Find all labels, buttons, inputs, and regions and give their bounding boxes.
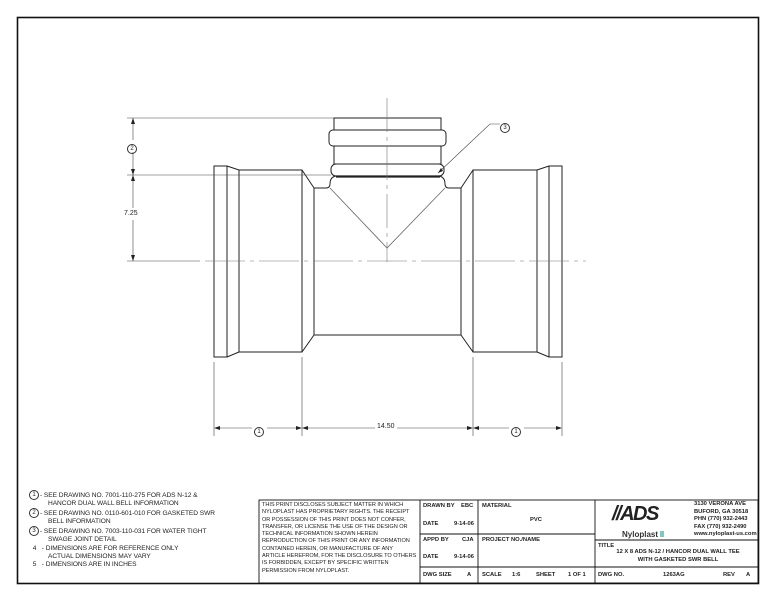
note-4: 4 - DIMENSIONS ARE FOR REFERENCE ONLY bbox=[32, 544, 179, 552]
date2-value: 9-14-06 bbox=[454, 554, 474, 560]
dwg-size-label: DWG SIZE bbox=[423, 572, 452, 578]
branch-ring-upper bbox=[328, 129, 447, 147]
date2-label: DATE bbox=[423, 554, 439, 560]
center-lines bbox=[205, 98, 586, 262]
scale-value: 1:6 bbox=[512, 572, 521, 578]
right-bell-flange bbox=[548, 165, 563, 358]
dwg-size-value: A bbox=[467, 572, 472, 578]
branch-ring-lower bbox=[330, 163, 445, 177]
tee-fitting-drawing bbox=[213, 117, 563, 358]
callout-3-label: 3 bbox=[500, 119, 511, 137]
main-body-top-right bbox=[438, 175, 461, 189]
right-shoulder bbox=[460, 169, 474, 353]
dimension-arrows bbox=[131, 118, 562, 430]
callout-circle: 1 bbox=[511, 426, 521, 437]
appd-by-label: APPD BY bbox=[423, 537, 449, 543]
branch-top bbox=[333, 117, 442, 131]
proprietary-disclaimer: THIS PRINT DISCLOSES SUBJECT MATTER IN W… bbox=[262, 502, 417, 574]
callout-circle: 3 bbox=[500, 122, 510, 133]
note-5: 5 - DIMENSIONS ARE IN INCHES bbox=[32, 561, 137, 569]
rev-label: REV bbox=[723, 572, 735, 578]
callout-circle: 2 bbox=[127, 143, 137, 154]
dimension-lines bbox=[127, 117, 563, 436]
right-bell-taper bbox=[536, 165, 550, 358]
note-1-cont: HANCOR DUAL WALL BELL INFORMATION bbox=[48, 500, 179, 507]
sheet-border bbox=[16, 16, 760, 585]
general-notes: 1- SEE DRAWING NO. 7001-110-275 FOR ADS … bbox=[29, 490, 215, 569]
nyloplast-logo: Nyloplast bbox=[622, 524, 665, 542]
left-bell-flange bbox=[213, 165, 228, 358]
sheet-label: SHEET bbox=[536, 572, 556, 578]
drawing-title: 12 X 8 ADS N-12 / HANCOR DUAL WALL TEE W… bbox=[616, 549, 740, 563]
left-shoulder bbox=[301, 169, 315, 353]
note-1: 1- SEE DRAWING NO. 7001-110-275 FOR ADS … bbox=[29, 490, 215, 500]
note-3: 3- SEE DRAWING NO. 7003-110-031 FOR WATE… bbox=[29, 526, 215, 537]
scale-label: SCALE bbox=[482, 572, 502, 578]
main-body-top-left bbox=[314, 175, 337, 189]
ads-logo-wordmark: //ADS bbox=[612, 503, 659, 525]
rev-value: A bbox=[746, 572, 751, 578]
nyloplast-wordmark: Nyloplast bbox=[622, 530, 659, 539]
drawn-by-label: DRAWN BY bbox=[423, 503, 455, 509]
title-label: TITLE bbox=[598, 543, 615, 549]
date1-label: DATE bbox=[423, 521, 439, 527]
company-address: 3130 VERONA AVE BUFORD, GA 30518 PHN (77… bbox=[694, 501, 757, 538]
note-2-cont: BELL INFORMATION bbox=[48, 518, 111, 526]
main-body bbox=[313, 188, 462, 336]
ads-logo: //ADS bbox=[612, 503, 659, 526]
website-link: www.nyloplast-us.com bbox=[694, 531, 757, 538]
nyloplast-mark-icon bbox=[660, 531, 665, 537]
title-block-grid bbox=[258, 499, 759, 584]
left-bell-taper bbox=[226, 165, 240, 358]
branch-neck bbox=[333, 145, 442, 165]
dwg-no-label: DWG NO. bbox=[598, 572, 625, 578]
drawn-by-value: EBC bbox=[461, 503, 474, 509]
branch-intersection bbox=[329, 187, 446, 249]
note-4-cont: ACTUAL DIMENSIONS MAY VARY bbox=[48, 552, 151, 560]
appd-by-value: CJA bbox=[462, 537, 474, 543]
dimension-14-50: 14.50 bbox=[375, 423, 397, 430]
project-label: PROJECT NO./NAME bbox=[482, 537, 540, 543]
material-label: MATERIAL bbox=[482, 503, 512, 509]
material-value: PVC bbox=[530, 517, 542, 523]
sheet-value: 1 OF 1 bbox=[568, 572, 586, 578]
dwg-no-value: 1263AG bbox=[663, 572, 685, 578]
callout-1-right-label: 1 bbox=[509, 423, 524, 441]
date1-value: 9-14-06 bbox=[454, 521, 474, 527]
note-2: 2- SEE DRAWING NO. 0110-601-010 FOR GASK… bbox=[29, 508, 215, 519]
dimension-7-25: 7.25 bbox=[122, 210, 140, 217]
callout-circle: 1 bbox=[254, 426, 264, 437]
callout-1-left-label: 1 bbox=[252, 423, 267, 441]
note-3-cont: SWAGE JOINT DETAIL bbox=[48, 536, 117, 544]
callout-2-label: 2 bbox=[127, 140, 138, 158]
